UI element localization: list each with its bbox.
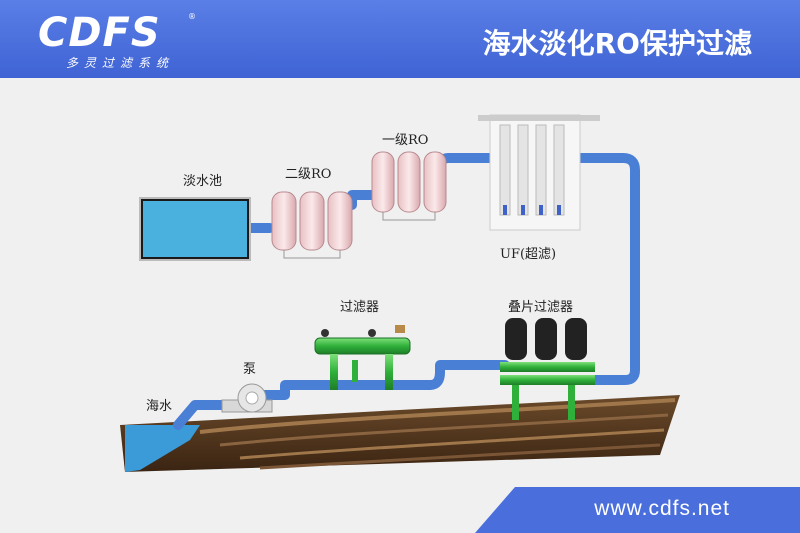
freshwater-pool-label: 淡水池 (183, 174, 223, 189)
footer-band (475, 487, 800, 533)
uf-unit (478, 114, 600, 231)
website-link[interactable]: www.cdfs.net (594, 497, 730, 520)
ground (120, 395, 680, 472)
page-title: 海水淡化RO保护过滤 (482, 27, 752, 60)
seawater-label: 海水 (146, 399, 173, 414)
filter-unit (314, 325, 411, 390)
second-ro-label: 二级RO (285, 167, 332, 182)
freshwater-pool (139, 197, 251, 261)
logo-subtitle: 多灵过滤系统 (66, 56, 175, 70)
uf-label: UF(超滤) (500, 247, 557, 262)
disc-filter-unit (500, 318, 595, 420)
first-ro-label: 一级RO (382, 133, 429, 148)
process-diagram (120, 114, 680, 472)
registered-mark: ® (188, 12, 196, 21)
logo-text: CDFS (38, 10, 161, 56)
first-ro-unit (371, 151, 447, 221)
second-ro-unit (271, 191, 353, 259)
brand-logo: CDFS ® 多灵过滤系统 (38, 10, 198, 70)
disc-filter-label: 叠片过滤器 (508, 300, 574, 315)
header-bar: CDFS ® 多灵过滤系统 海水淡化RO保护过滤 (0, 0, 800, 78)
filter-label: 过滤器 (340, 300, 380, 315)
pump-label: 泵 (243, 362, 257, 377)
seawater-body (125, 425, 200, 472)
pump (221, 383, 273, 413)
